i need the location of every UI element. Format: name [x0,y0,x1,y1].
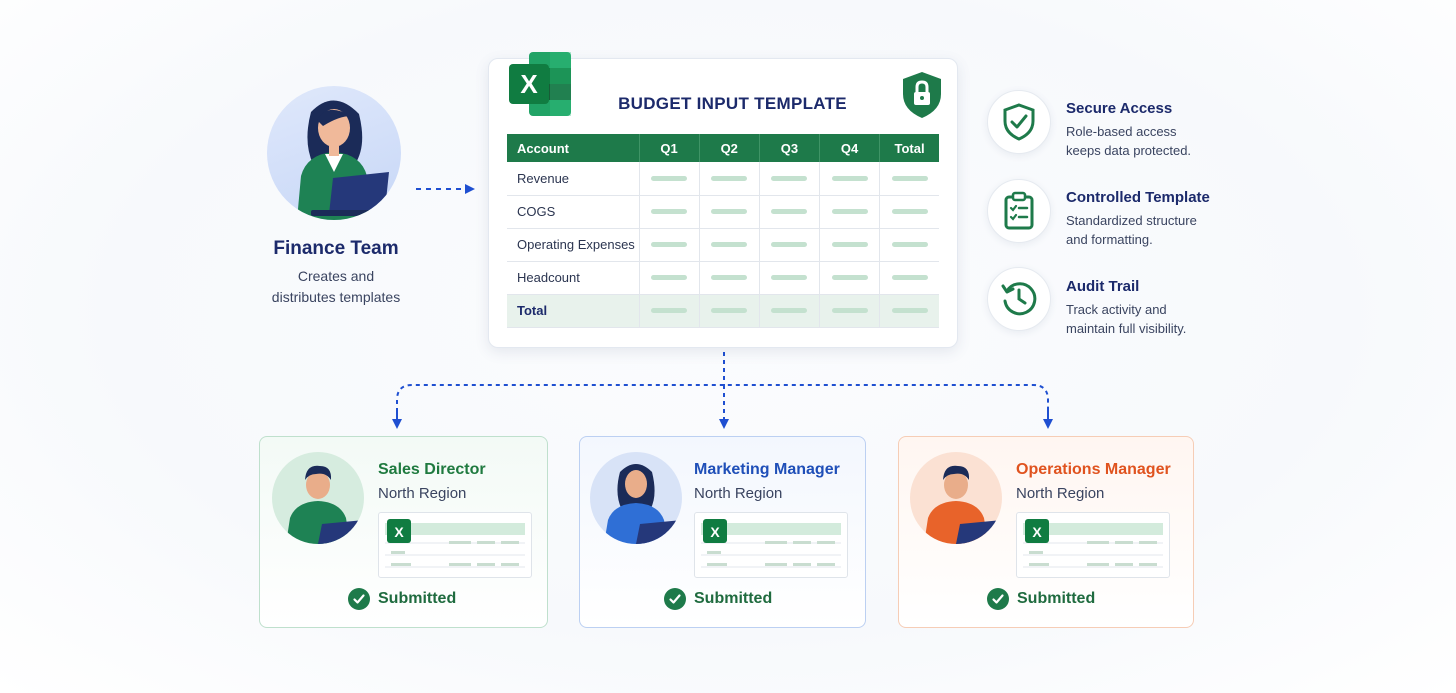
column-header: Total [879,134,939,162]
svg-text:X: X [394,524,404,540]
check-circle-icon [987,588,1009,610]
finance-team-avatar [267,86,401,220]
cell-placeholder [891,175,928,181]
status-submitted: Submitted [664,588,772,610]
feature-description: Standardized structure and formatting. [1066,211,1197,249]
table-header-row: Account Q1 Q2 Q3 Q4 Total [507,134,939,162]
role-region: North Region [694,485,783,502]
finance-team-title: Finance Team [273,238,399,259]
feature-title: Controlled Template [1066,189,1210,206]
clipboard-checklist-icon [987,179,1051,243]
cell-placeholder [771,175,808,181]
cell-placeholder [651,275,688,280]
table-row: COGS [507,195,939,229]
finance-desc-line2: distributes templates [271,289,401,305]
status-label: Submitted [694,590,773,607]
table-row: Operating Expenses [507,228,939,262]
finance-team-description: Creates and distributes templates [236,266,436,308]
cell-placeholder [891,308,928,313]
cell-placeholder [651,175,688,181]
cell-placeholder [831,242,868,247]
cell-placeholder [891,209,928,214]
row-label: Operating Expenses [507,228,640,262]
feature-description: Role-based access keeps data protected. [1066,122,1191,160]
cell-placeholder [891,242,928,247]
marketing-manager-avatar [590,452,682,544]
sales-director-avatar [272,452,364,544]
column-header: Q3 [759,134,820,162]
cell-placeholder [711,175,748,181]
row-label: Revenue [507,162,640,196]
check-circle-icon [348,588,370,610]
cell-placeholder [831,308,868,313]
column-header: Q1 [639,134,700,162]
budget-template-table: Account Q1 Q2 Q3 Q4 Total Revenue COGS [507,134,939,328]
cell-placeholder [771,209,808,214]
cell-placeholder [711,242,748,247]
cell-placeholder [651,242,688,247]
role-title: Marketing Manager [694,461,840,478]
mini-spreadsheet-preview: X [378,512,532,578]
feature-title: Secure Access [1066,100,1173,117]
role-region: North Region [1016,485,1105,502]
cell-placeholder [651,209,688,214]
cell-placeholder [771,242,808,247]
cell-placeholder [651,308,688,313]
row-label: Headcount [507,261,640,295]
table-row: Revenue [507,162,939,196]
check-circle-icon [664,588,686,610]
shield-check-icon [987,90,1051,154]
cell-placeholder [831,175,868,181]
feature-desc-line: maintain full visibility. [1066,321,1187,336]
cell-placeholder [891,275,928,280]
history-clock-icon [987,267,1051,331]
table-row: Headcount [507,261,939,295]
svg-text:X: X [1032,524,1042,540]
finance-desc-line1: Creates and [297,268,375,284]
status-submitted: Submitted [987,588,1095,610]
shield-lock-icon [900,70,944,125]
status-submitted: Submitted [348,588,456,610]
feature-desc-line: Track activity and [1066,302,1167,317]
cell-placeholder [831,209,868,214]
mini-spreadsheet-preview: X [694,512,848,578]
table-total-row: Total [507,294,939,328]
cell-placeholder [711,275,748,280]
mini-spreadsheet-preview: X [1016,512,1170,578]
feature-description: Track activity and maintain full visibil… [1066,300,1186,338]
role-region: North Region [378,485,467,502]
svg-text:X: X [520,69,538,99]
cell-placeholder [771,275,808,280]
column-header: Account [507,134,640,162]
status-label: Submitted [378,590,457,607]
cell-placeholder [711,308,748,313]
role-title: Sales Director [378,461,486,478]
row-label: Total [507,294,640,328]
feature-desc-line: and formatting. [1066,232,1153,247]
cell-placeholder [771,308,808,313]
role-title: Operations Manager [1016,461,1171,478]
excel-icon: X [509,50,573,123]
column-header: Q2 [699,134,760,162]
cell-placeholder [831,275,868,280]
feature-desc-line: keeps data protected. [1066,143,1192,158]
feature-title: Audit Trail [1066,278,1140,295]
branch-connector [396,384,1049,420]
cell-placeholder [711,209,748,214]
status-label: Submitted [1017,590,1096,607]
svg-text:X: X [710,524,720,540]
column-header: Q4 [819,134,881,162]
row-label: COGS [507,195,640,229]
template-title: BUDGET INPUT TEMPLATE [618,94,847,113]
operations-manager-avatar [910,452,1002,544]
feature-desc-line: Standardized structure [1066,213,1197,228]
feature-desc-line: Role-based access [1066,124,1177,139]
